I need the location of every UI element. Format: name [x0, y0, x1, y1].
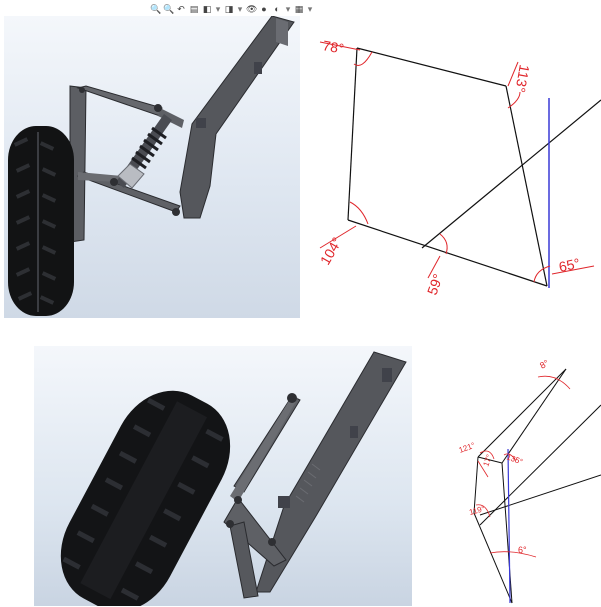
hide-show-icon[interactable]: 👁: [246, 4, 258, 14]
dropdown-arrow-icon[interactable]: ▾: [237, 4, 243, 14]
previous-view-icon[interactable]: ↶: [177, 4, 185, 14]
suspension-model-bottom: [60, 351, 407, 606]
dropdown-arrow-icon[interactable]: ▾: [285, 4, 291, 14]
geometry-diagram-bottom: 8° 121° 17° 135° 119° 6°: [458, 358, 601, 604]
angle-label-bottom-mid: 59°: [424, 272, 446, 297]
angle-label-top: 8°: [538, 358, 551, 371]
zoom-to-fit-icon[interactable]: 🔍: [150, 4, 162, 14]
angle-label-bottom-left: 104°: [317, 234, 345, 267]
angle-label-mid-left: 121°: [458, 441, 477, 455]
cad-viewport-top[interactable]: [4, 16, 300, 318]
dropdown-arrow-icon[interactable]: ▾: [215, 4, 221, 14]
angle-label-bottom: 6°: [518, 545, 527, 555]
dropdown-arrow-icon[interactable]: ▾: [307, 4, 313, 14]
angle-label-mid-center: 17°: [481, 453, 494, 467]
angle-label-lower: 119°: [468, 504, 486, 517]
shock-absorber: [116, 114, 172, 189]
apply-scene-icon[interactable]: ◐: [274, 4, 280, 14]
view-toolbar: 🔍 🔍 ↶ ▤ ◧ ▾ ◨ ▾ 👁 ● ◐ ▾ ▦ ▾: [150, 2, 313, 16]
zoom-area-icon[interactable]: 🔍: [163, 4, 175, 14]
cad-viewport-bottom[interactable]: [34, 346, 412, 606]
tire: [8, 126, 74, 316]
angle-label-top-right: 113°: [512, 63, 533, 93]
geometry-diagram-top: 78° 113° 104° 59° 65°: [317, 37, 601, 297]
edit-appearance-icon[interactable]: ●: [261, 4, 267, 14]
view-settings-icon[interactable]: ▦: [294, 4, 304, 14]
display-style-icon[interactable]: ◨: [224, 4, 234, 14]
tire: [60, 390, 231, 606]
view-orientation-icon[interactable]: ◧: [202, 4, 212, 14]
suspension-model-top: [8, 16, 295, 316]
section-view-icon[interactable]: ▤: [189, 4, 199, 14]
angle-label-bottom-right: 65°: [557, 255, 581, 275]
angle-label-top-left: 78°: [321, 37, 345, 56]
